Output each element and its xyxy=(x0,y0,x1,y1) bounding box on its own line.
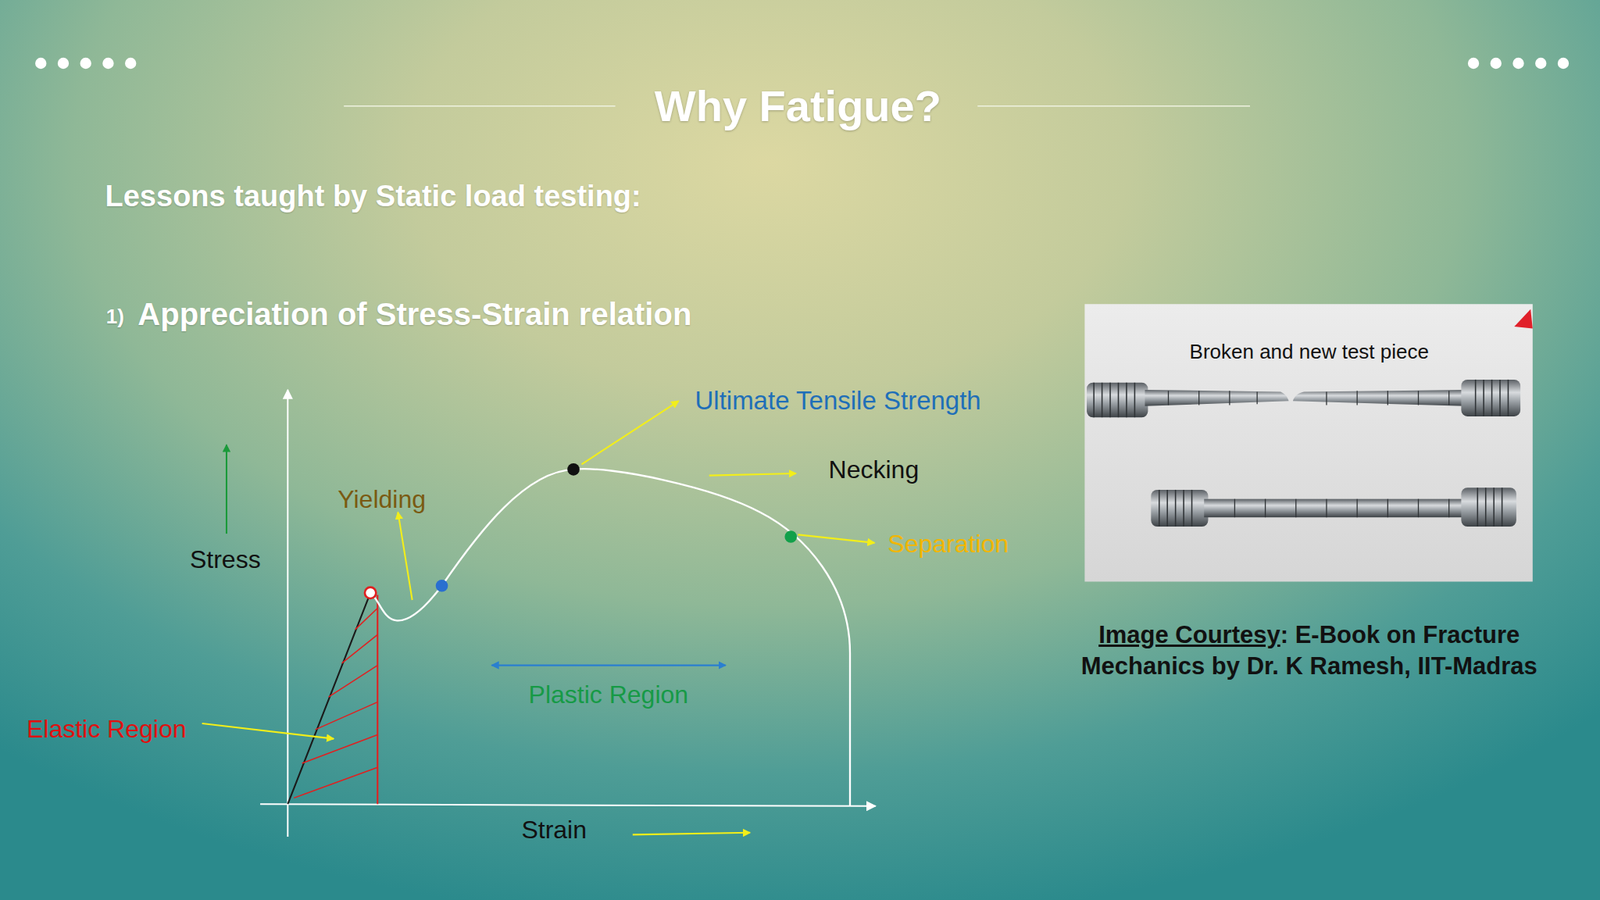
photo-caption: Broken and new test piece xyxy=(1189,340,1429,365)
point-label: Yielding xyxy=(337,484,426,514)
list-item: Appreciation of Stress-Strain relation xyxy=(137,296,692,333)
image-credit: Image Courtesy: E-Book on Fracture Mecha… xyxy=(1051,619,1568,683)
section-heading: Lessons taught by Static load testing: xyxy=(105,179,642,215)
point-label: Separation xyxy=(887,529,1009,559)
axis-label: Stress xyxy=(189,544,261,574)
region-label: Plastic Region xyxy=(528,680,690,710)
list-number: 1) xyxy=(106,305,125,329)
axis-label: Strain xyxy=(521,814,587,844)
point-label: Necking xyxy=(828,454,920,484)
credit-heading: Image Courtesy xyxy=(1098,621,1281,649)
region-label: Elastic Region xyxy=(26,714,187,743)
point-label: Ultimate Tensile Strength xyxy=(694,385,981,416)
slide-title: Why Fatigue? xyxy=(654,81,942,132)
